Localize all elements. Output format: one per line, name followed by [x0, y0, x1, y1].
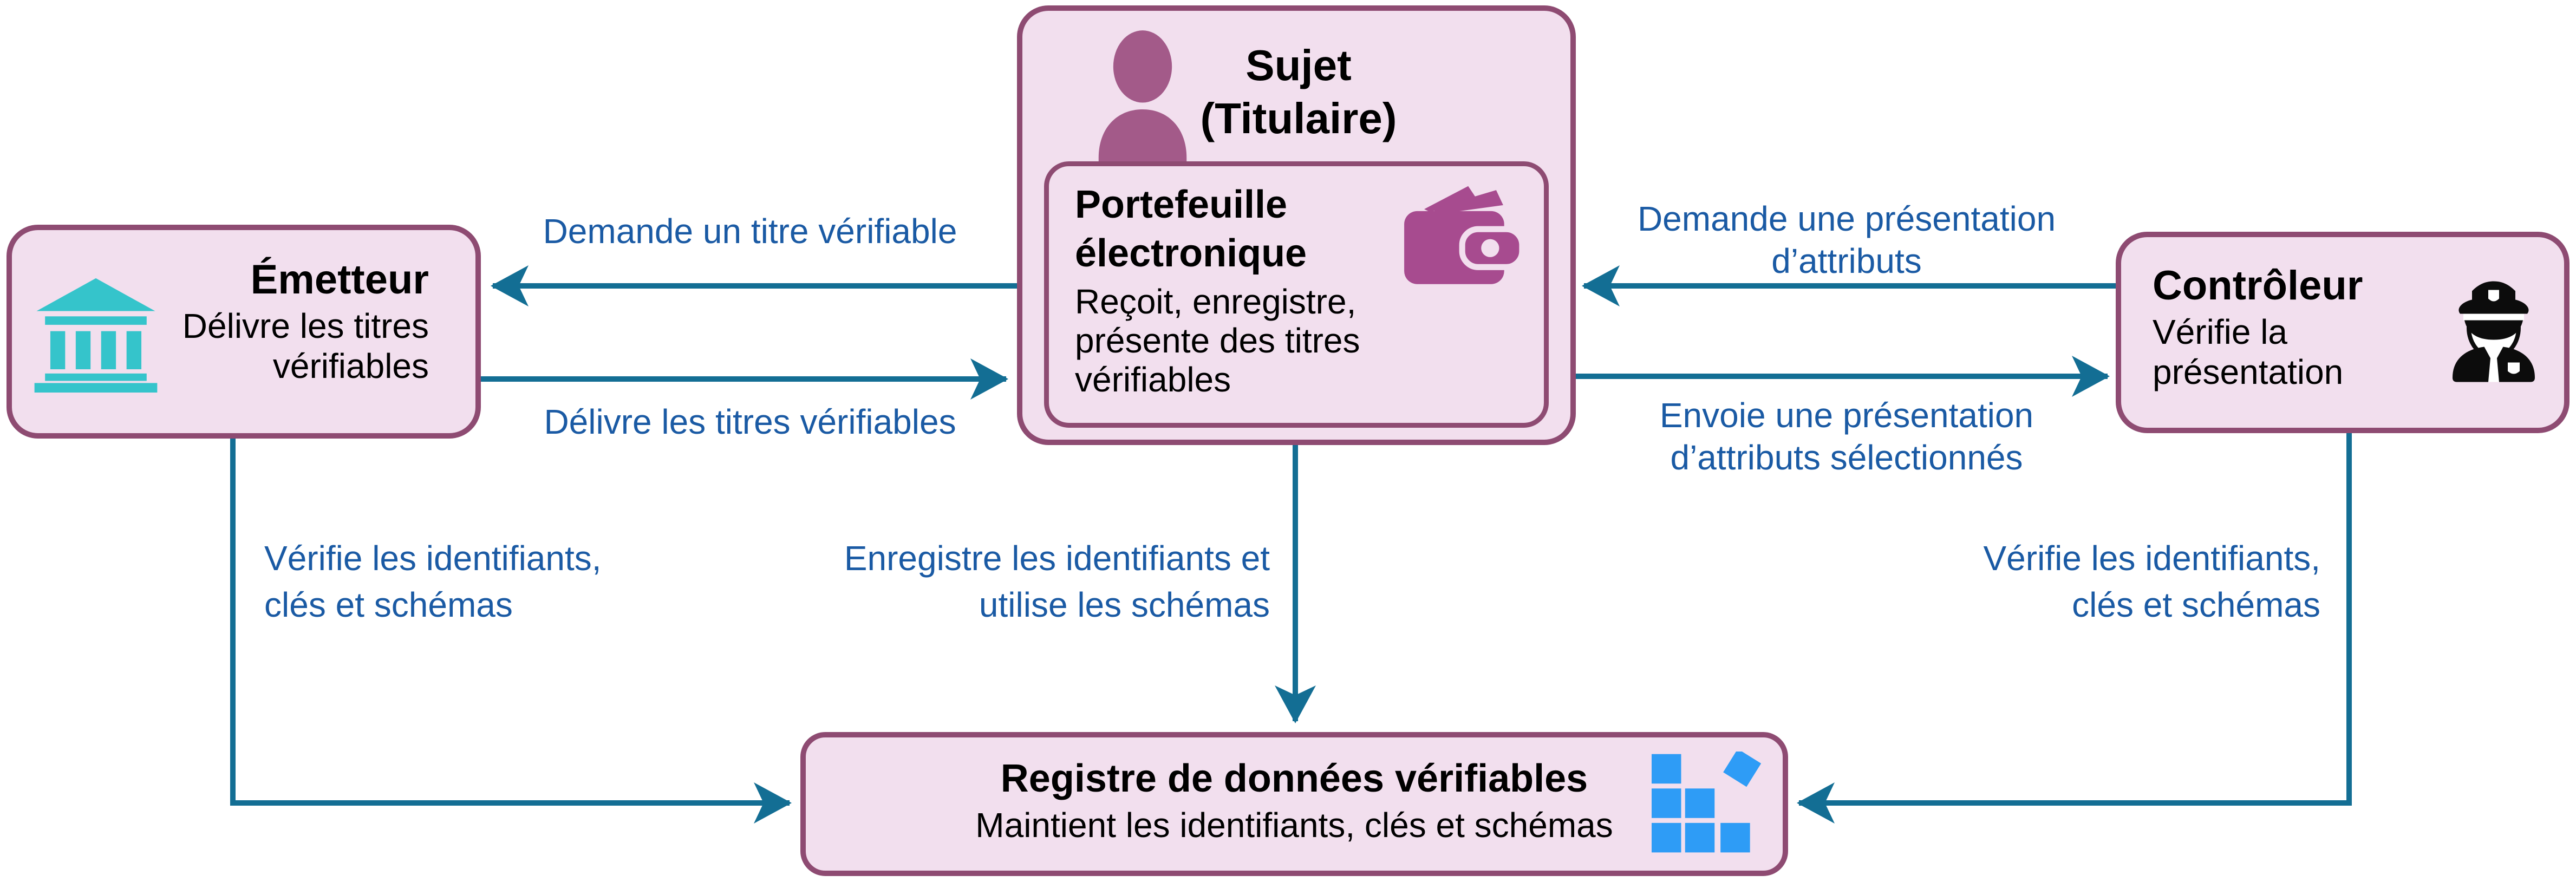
node-portefeuille: Portefeuille électronique Reçoit, enregi…: [1044, 161, 1549, 428]
edge-label-line: clés et schémas: [2072, 585, 2320, 624]
edge-label-demande-titre: Demande un titre vérifiable: [487, 210, 1013, 252]
edge-label-line: utilise les schémas: [979, 585, 1270, 624]
node-controleur: Contrôleur Vérifie la présentation: [2116, 232, 2570, 433]
controleur-desc-line1: Vérifie la: [2153, 312, 2287, 351]
registre-desc: Maintient les identifiants, clés et sché…: [975, 806, 1613, 845]
controleur-text: Contrôleur Vérifie la présentation: [2153, 260, 2434, 392]
registre-text: Registre de données vérifiables Maintien…: [806, 755, 1783, 848]
controleur-title: Contrôleur: [2153, 263, 2363, 309]
portefeuille-desc-line1: Reçoit, enregistre,: [1075, 282, 1357, 321]
sujet-title: Sujet (Titulaire): [1142, 39, 1456, 145]
edge-label-demande-presentation: Demande une présentation d’attributs: [1597, 198, 2096, 282]
edge-label-line: Demande une présentation: [1637, 199, 2056, 238]
portefeuille-desc: Reçoit, enregistre, présente des titres …: [1075, 282, 1360, 399]
edge-label-line: Vérifie les identifiants,: [264, 539, 602, 578]
sujet-title-line2: (Titulaire): [1200, 94, 1397, 142]
police-officer-icon: [2440, 274, 2548, 390]
portefeuille-title-line2: électronique: [1075, 232, 1307, 275]
portefeuille-title-line1: Portefeuille: [1075, 183, 1288, 226]
controleur-desc-line2: présentation: [2153, 352, 2344, 391]
edge-label-line: Envoie une présentation: [1659, 396, 2034, 435]
node-registre: Registre de données vérifiables Maintien…: [800, 732, 1788, 876]
edge-label-line: Enregistre les identifiants et: [844, 539, 1270, 578]
emetteur-title: Émetteur: [250, 257, 429, 303]
edge-label-line: d’attributs sélectionnés: [1670, 438, 2023, 477]
edge-label-envoie-presentation: Envoie une présentation d’attributs séle…: [1597, 394, 2096, 479]
node-sujet: Sujet (Titulaire) Portefeuille électroni…: [1017, 5, 1576, 445]
portefeuille-desc-line3: vérifiables: [1075, 360, 1231, 399]
edge-label-enregistre: Enregistre les identifiants et utilise l…: [734, 535, 1270, 628]
edge-controleur-to-registre: [1797, 433, 2352, 824]
data-blocks-icon: [1652, 752, 1770, 861]
edge-label-line: Demande un titre vérifiable: [543, 212, 957, 251]
edge-label-verifie-droite: Vérifie les identifiants, clés et schéma…: [1784, 535, 2320, 628]
portefeuille-desc-line2: présente des titres: [1075, 321, 1360, 360]
emetteur-desc-line1: Délivre les titres: [182, 306, 429, 345]
registre-title: Registre de données vérifiables: [1000, 757, 1588, 800]
edge-label-verifie-gauche: Vérifie les identifiants, clés et schéma…: [264, 535, 602, 628]
edge-emetteur-to-registre: [230, 439, 792, 824]
edge-label-line: clés et schémas: [264, 585, 513, 624]
portefeuille-title: Portefeuille électronique: [1075, 180, 1307, 278]
wallet-icon: [1398, 178, 1528, 330]
person-icon: [1086, 28, 1199, 164]
edge-label-line: d’attributs: [1771, 241, 1922, 280]
emetteur-desc-line2: vérifiables: [272, 347, 429, 386]
emetteur-text: Émetteur Délivre les titres vérifiables: [136, 254, 429, 386]
sujet-title-line1: Sujet: [1245, 41, 1352, 89]
node-emetteur: Émetteur Délivre les titres vérifiables: [6, 225, 481, 439]
bank-icon: [31, 276, 161, 393]
edge-label-delivre-titres: Délivre les titres vérifiables: [487, 401, 1013, 443]
edge-label-line: Vérifie les identifiants,: [1983, 539, 2320, 578]
edge-label-line: Délivre les titres vérifiables: [544, 402, 956, 441]
